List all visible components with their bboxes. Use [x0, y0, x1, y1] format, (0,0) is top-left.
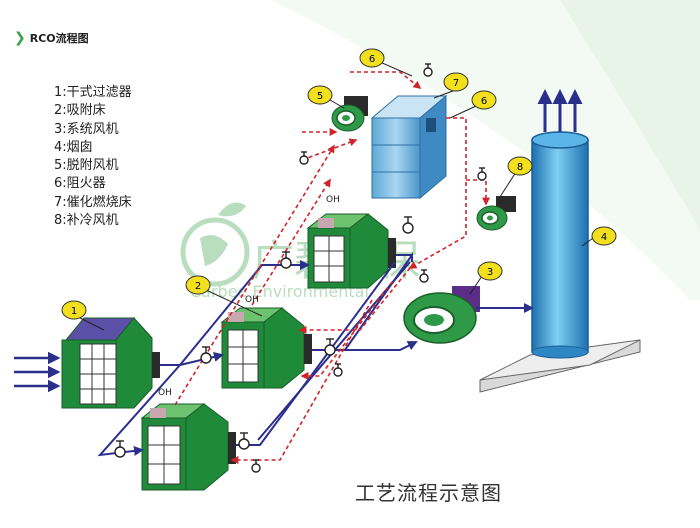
- component-legend: 1:干式过滤器 2:吸附床 3:系统风机 4:烟囱 5:脱附风机 6:阻火器 7…: [54, 84, 132, 230]
- valves: [114, 63, 487, 473]
- svg-text:2: 2: [195, 281, 201, 292]
- dry-filter: [61, 317, 160, 409]
- inlet-arrows: [14, 351, 61, 393]
- valve-icon: [333, 363, 343, 377]
- system-fan: [403, 286, 480, 344]
- legend-item: 5:脱附风机: [54, 158, 119, 174]
- svg-text:1: 1: [71, 306, 77, 317]
- background-swoosh-2: [560, 0, 700, 230]
- svg-text:7: 7: [453, 78, 459, 89]
- valve-icon: [280, 251, 292, 269]
- valve-icon: [324, 338, 336, 356]
- adsorption-bed-middle: [220, 307, 312, 389]
- oh-label: OH: [158, 388, 172, 398]
- section-header: ❯ RCO流程图: [14, 30, 89, 46]
- valve-icon: [419, 269, 429, 283]
- adsorption-bed-bottom: [140, 403, 236, 491]
- desorption-fan: [331, 96, 368, 132]
- chevron-right-icon: ❯: [14, 30, 26, 46]
- watermark-leaf-icon: [218, 202, 246, 217]
- svg-text:5: 5: [317, 91, 323, 102]
- legend-item: 2:吸附床: [54, 103, 106, 119]
- callout-5: 5: [307, 85, 333, 105]
- callout-4: 4: [591, 226, 617, 246]
- valve-icon: [200, 346, 212, 364]
- valve-icon: [477, 167, 487, 181]
- valve-icon: [402, 216, 414, 234]
- legend-item: 7:催化燃烧床: [54, 194, 132, 210]
- callout-3: 3: [477, 261, 503, 281]
- watermark-globe-icon: [180, 217, 250, 287]
- valve-icon: [423, 63, 433, 77]
- legend-item: 8:补冷风机: [54, 213, 119, 229]
- background-swoosh: [270, 0, 700, 300]
- section-title: RCO流程图: [29, 32, 89, 45]
- callout-7: 7: [443, 72, 469, 92]
- svg-text:6: 6: [369, 54, 375, 65]
- oh-label: OH: [326, 195, 340, 205]
- legend-item: 3:系统风机: [54, 121, 119, 137]
- callout-8: 8: [507, 156, 533, 176]
- exhaust-arrows: [537, 89, 583, 132]
- catalytic-combustion-bed: [370, 94, 448, 200]
- oh-label: OH: [245, 295, 259, 305]
- callout-2: 2: [185, 275, 211, 295]
- valve-icon: [299, 151, 309, 165]
- valve-icon: [238, 432, 250, 450]
- svg-text:6: 6: [481, 96, 487, 107]
- desorption-lines: [174, 71, 490, 464]
- svg-text:4: 4: [601, 232, 607, 243]
- legend-item: 6:阻火器: [54, 176, 106, 192]
- cooling-fan: [476, 196, 516, 231]
- legend-item: 4:烟囱: [54, 139, 93, 155]
- callout-1: 1: [61, 300, 87, 320]
- adsorption-bed-top: [306, 213, 396, 289]
- svg-text:3: 3: [487, 267, 493, 278]
- callout-6b: 6: [471, 90, 497, 110]
- valve-icon: [114, 440, 126, 458]
- diagram-caption: 工艺流程示意图: [355, 481, 502, 505]
- legend-item: 1:干式过滤器: [54, 85, 132, 100]
- callout-6a: 6: [359, 48, 385, 68]
- svg-text:8: 8: [517, 162, 523, 173]
- valve-icon: [251, 459, 261, 473]
- chimney: [479, 131, 641, 393]
